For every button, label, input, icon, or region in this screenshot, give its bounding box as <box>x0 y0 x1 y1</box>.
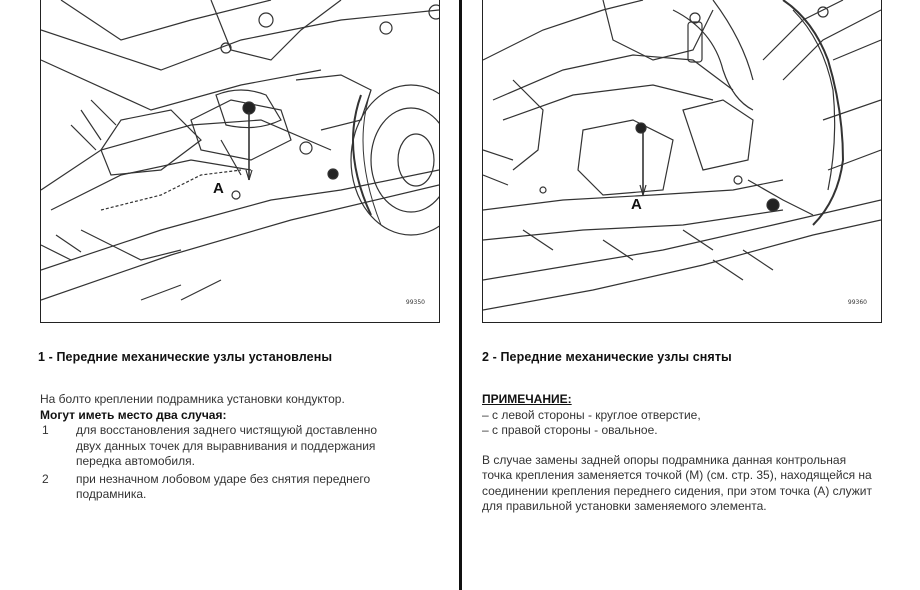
right-column: A 99360 2 - Передние механические узлы с… <box>472 0 892 590</box>
left-heading: 1 - Передние механические узлы установле… <box>38 350 333 364</box>
right-figure-label: A <box>631 196 642 213</box>
right-heading: 2 - Передние механические узлы сняты <box>482 350 732 364</box>
right-figure-code: 99360 <box>847 299 867 306</box>
column-divider <box>459 0 462 590</box>
right-body: ПРИМЕЧАНИЕ: – с левой стороны - круглое … <box>482 392 882 515</box>
list-item-text: для восстановления заднего чистящуюй дос… <box>76 423 378 468</box>
left-figure-label: A <box>213 180 224 197</box>
list-item: 2 при незначном лобовом ударе без снятия… <box>40 472 385 503</box>
list-item-number: 2 <box>42 471 49 486</box>
list-item: 1 для восстановления заднего чистящуюй д… <box>40 423 385 470</box>
note-title: ПРИМЕЧАНИЕ: <box>482 392 572 406</box>
left-illustration <box>41 0 439 301</box>
left-figure: A 99350 <box>40 0 440 323</box>
right-paragraph: В случае замены задней опоры подрамника … <box>482 452 873 514</box>
left-column: A 99350 1 - Передние механические узлы у… <box>30 0 450 590</box>
right-illustration <box>483 0 881 311</box>
list-item-number: 1 <box>42 423 49 437</box>
note-line: – с правой стороны - овальное. <box>482 423 658 437</box>
left-figure-code: 99350 <box>405 299 425 306</box>
left-body: На болто креплении подрамника установки … <box>40 392 385 503</box>
left-cases-title: Могут иметь место два случая: <box>40 407 227 422</box>
list-item-text: при незначном лобовом ударе без снятия п… <box>76 471 371 502</box>
note-line: – с левой стороны - круглое отверстие, <box>482 407 701 422</box>
right-figure: A 99360 <box>482 0 882 323</box>
left-intro: На болто креплении подрамника установки … <box>40 392 345 406</box>
